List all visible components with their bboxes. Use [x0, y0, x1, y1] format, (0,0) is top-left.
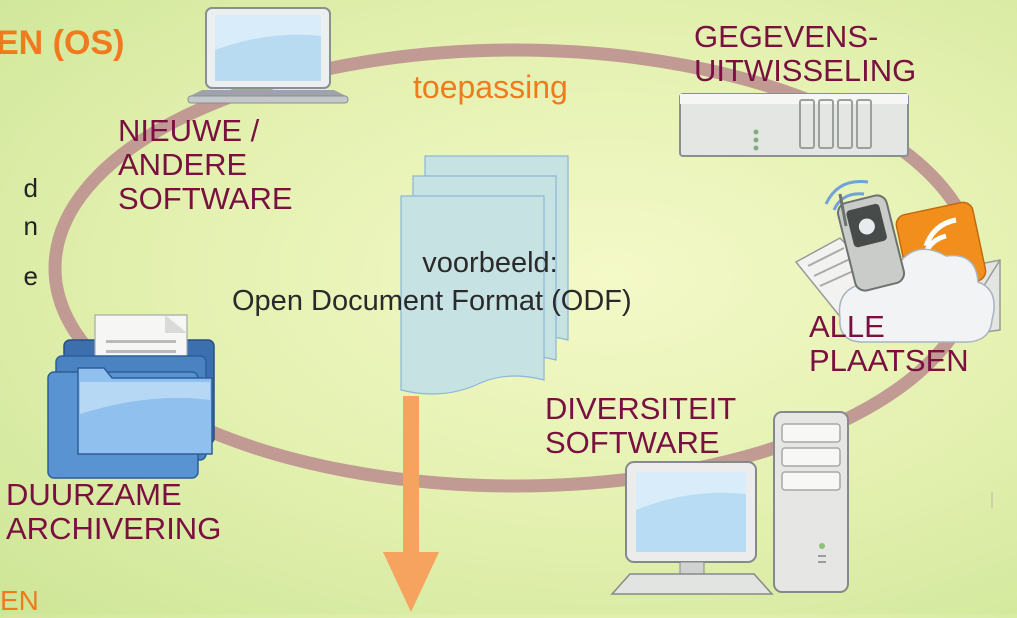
desktop-computer-icon: [610, 411, 849, 595]
gegevensuitwisseling-line-2: UITWISSELING: [694, 53, 917, 88]
toepassing-label: toepassing: [413, 69, 568, 105]
duurzame-archivering-line-1: DUURZAME: [6, 477, 182, 512]
center-caption-line-2: Open Document Format (ODF): [232, 285, 632, 317]
diversiteit-software-line-2: SOFTWARE: [545, 425, 720, 460]
alle-plaatsen-line-2: PLAATSEN: [809, 343, 969, 378]
alle-plaatsen-label: ALLE PLAATSEN: [809, 310, 969, 378]
document-stack-icon: [400, 155, 569, 395]
title-fragment: EN (OS): [0, 24, 125, 62]
duurzame-archivering-label: DUURZAME ARCHIVERING: [6, 478, 221, 546]
diversiteit-software-label: DIVERSITEIT SOFTWARE: [545, 392, 736, 460]
laptop-icon: [187, 7, 349, 104]
nieuwe-software-line-3: SOFTWARE: [118, 181, 293, 216]
gegevensuitwisseling-label: GEGEVENS- UITWISSELING: [694, 20, 916, 88]
nieuwe-software-line-2: ANDERE: [118, 147, 248, 182]
gegevensuitwisseling-line-1: GEGEVENS-: [694, 19, 879, 54]
mobile-cloud-icon: [794, 179, 1001, 343]
left-text-fragment-2: n: [23, 211, 38, 241]
nieuwe-software-label: NIEUWE / ANDERE SOFTWARE: [118, 114, 293, 216]
server-icon: [679, 93, 909, 157]
diversiteit-software-line-1: DIVERSITEIT: [545, 391, 737, 426]
center-caption-line-1: voorbeeld:: [422, 247, 558, 279]
bottom-text-fragment: EN: [0, 585, 39, 616]
duurzame-archivering-line-2: ARCHIVERING: [6, 511, 222, 546]
alle-plaatsen-line-1: ALLE: [809, 309, 885, 344]
nieuwe-software-line-1: NIEUWE /: [118, 113, 260, 148]
left-text-fragment-1: d: [23, 173, 38, 203]
left-text-fragment-3: e: [23, 261, 38, 291]
down-arrow-icon: [383, 396, 439, 612]
folders-icon: [47, 314, 215, 479]
